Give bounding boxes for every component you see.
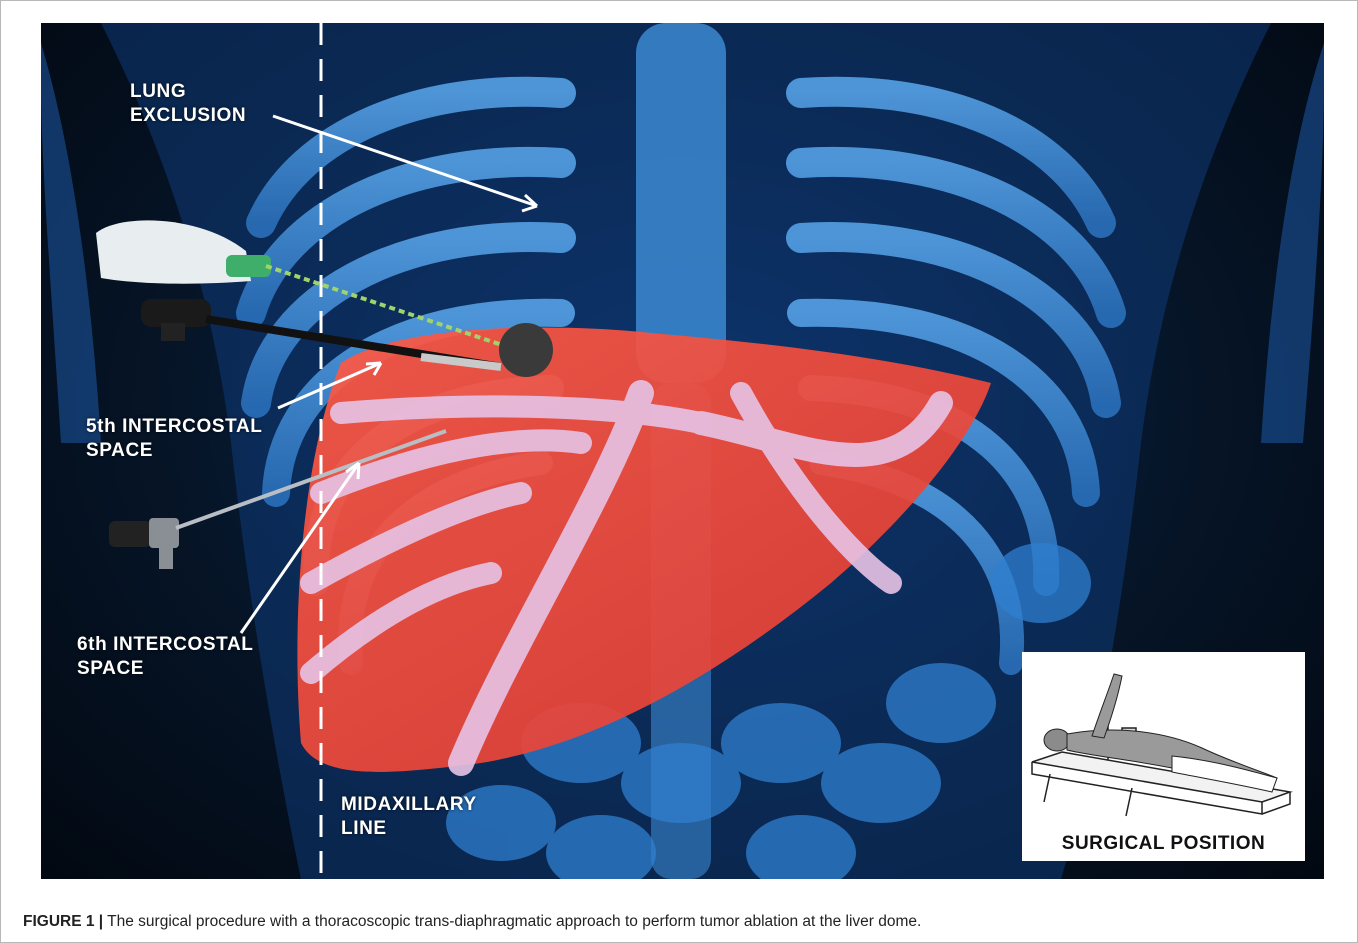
- lung-exclusion-label: LUNG EXCLUSION: [130, 80, 246, 128]
- anatomical-illustration: LUNG EXCLUSION 5th INTERCOSTAL SPACE 6th…: [41, 23, 1324, 879]
- caption-text: The surgical procedure with a thoracosco…: [103, 913, 921, 930]
- figure-caption: FIGURE 1 | The surgical procedure with a…: [23, 913, 921, 931]
- fifth-intercostal-label: 5th INTERCOSTAL SPACE: [86, 415, 262, 463]
- patient-on-table-drawing: [1022, 652, 1305, 832]
- surgical-position-inset: SURGICAL POSITION: [1022, 652, 1305, 861]
- surgical-position-title: SURGICAL POSITION: [1022, 833, 1305, 855]
- midaxillary-label: MIDAXILLARY LINE: [341, 793, 477, 841]
- tumor-mass: [499, 323, 553, 377]
- figure-id: FIGURE 1 |: [23, 913, 103, 930]
- sixth-intercostal-label: 6th INTERCOSTAL SPACE: [77, 633, 253, 681]
